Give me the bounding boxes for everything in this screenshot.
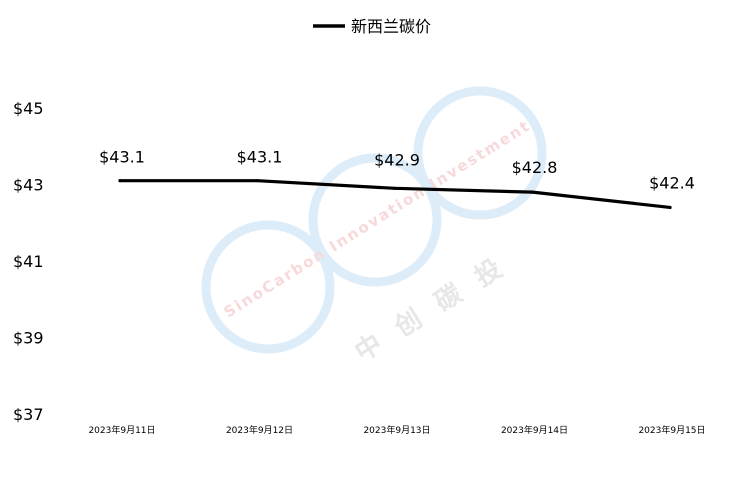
- data-label: $42.8: [512, 158, 558, 177]
- series-group: [118, 179, 672, 210]
- x-tick-label: 2023年9月13日: [363, 424, 430, 436]
- data-point: [255, 179, 260, 183]
- watermark-logo: SinoCarbon Innovation Investment 中 创 碳 投: [201, 86, 547, 368]
- x-tick-label: 2023年9月11日: [88, 424, 155, 436]
- legend-label: 新西兰碳价: [351, 17, 431, 36]
- x-tick-label: 2023年9月14日: [501, 424, 568, 436]
- y-tick-label: $43: [13, 176, 44, 195]
- watermark-cjk-text: 中 创 碳 投: [350, 251, 513, 368]
- y-tick-label: $45: [13, 99, 44, 118]
- x-tick-label: 2023年9月15日: [638, 424, 705, 436]
- data-label: $43.1: [99, 148, 145, 167]
- watermark-ring-left: [201, 220, 335, 354]
- data-point: [530, 190, 535, 194]
- data-point: [118, 179, 122, 183]
- y-tick-label: $41: [13, 252, 44, 271]
- y-axis: $37 $39 $41 $43 $45: [13, 99, 44, 424]
- data-label: $42.4: [649, 173, 695, 192]
- data-label: $42.9: [374, 150, 420, 169]
- x-tick-label: 2023年9月12日: [226, 424, 293, 436]
- data-labels: $43.1 $43.1 $42.9 $42.8 $42.4: [99, 148, 695, 193]
- watermark-ring-middle: [308, 153, 442, 287]
- y-tick-label: $39: [13, 329, 44, 348]
- data-point: [668, 205, 672, 210]
- data-point: [393, 186, 397, 190]
- x-axis: 2023年9月11日 2023年9月12日 2023年9月13日 2023年9月14日…: [88, 424, 705, 436]
- watermark-ring-right: [413, 86, 547, 220]
- y-tick-label: $37: [13, 405, 44, 424]
- chart-legend: 新西兰碳价: [313, 17, 431, 36]
- data-label: $43.1: [237, 148, 283, 167]
